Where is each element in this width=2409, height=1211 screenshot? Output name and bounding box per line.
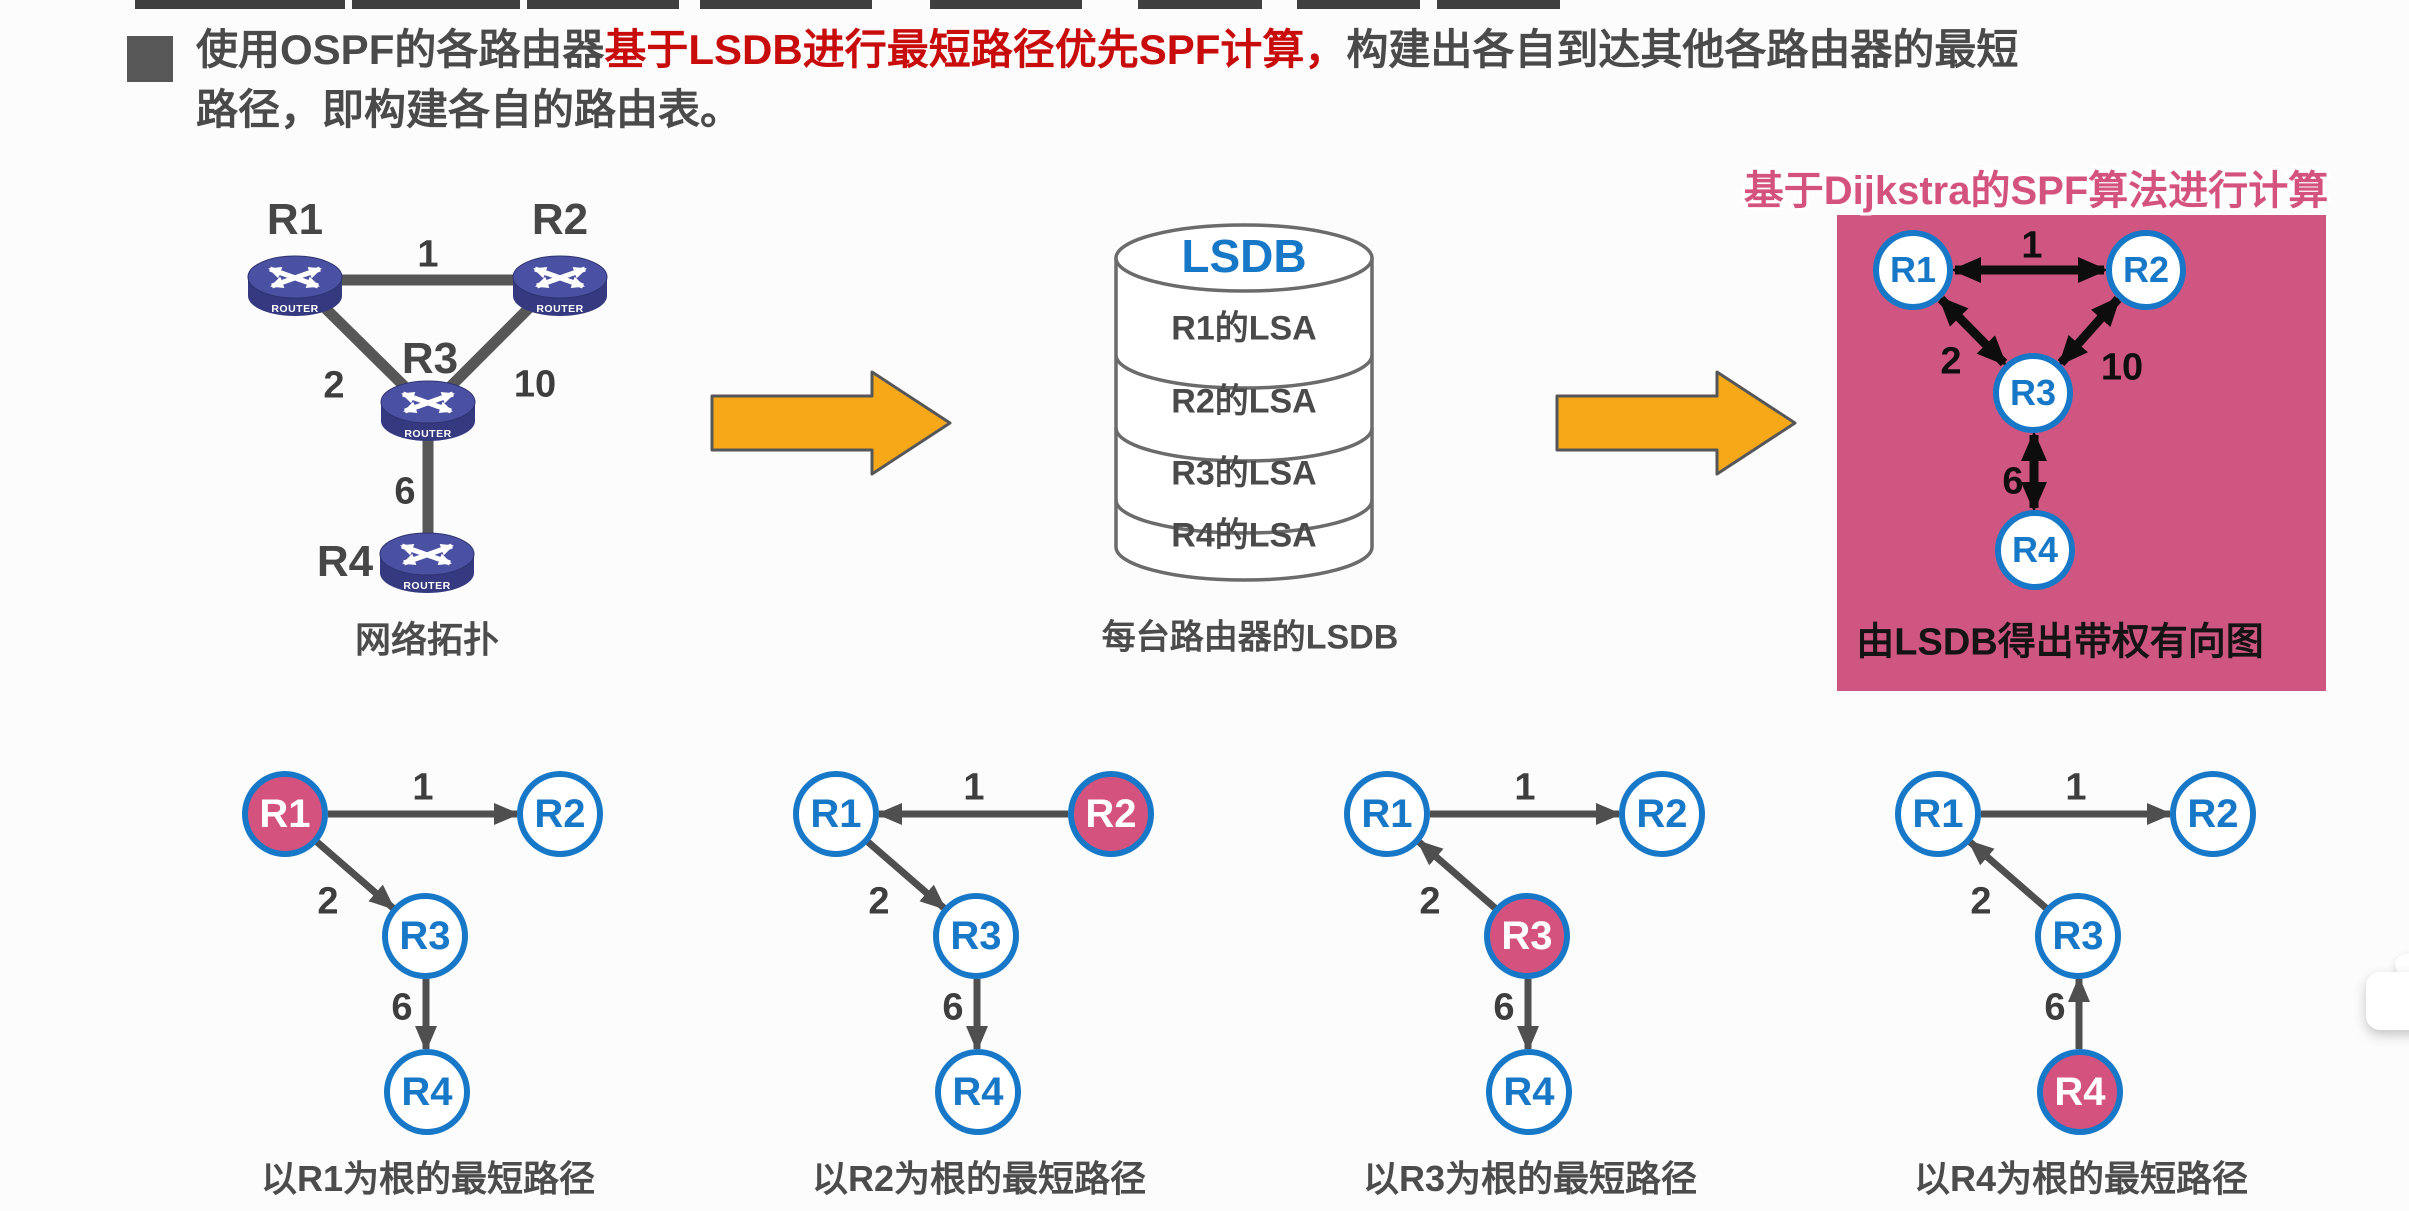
tree4-weight-r3r4: 6 [2044,986,2066,1029]
topology-weight-r3r4: 6 [394,470,416,513]
tree2-node-r3: R3 [933,893,1019,979]
lsdb-caption: 每台路由器的LSDB [1101,618,1399,657]
tree4-node-r3: R3 [2035,893,2121,979]
tree-arrows [314,803,2173,1052]
tree1-weight-r1r2: 1 [412,766,434,809]
heading-line1-tail: 构建出各自到达其他各路由器的最短 [1346,26,2019,73]
floating-widget-button[interactable] [2366,972,2409,1030]
tree3-node-r3-root: R3 [1484,893,1570,979]
tree1-caption: 以R1为根的最短路径 [260,1158,596,1199]
lsdb-title: LSDB [1181,230,1307,282]
router-icon-r4: ROUTER [377,525,477,595]
lsdb-row-r2: R2的LSA [1171,382,1317,421]
tree2-node-r4: R4 [935,1049,1021,1135]
topology-caption: 网络拓扑 [354,619,500,660]
svg-text:ROUTER: ROUTER [403,580,450,592]
tree1-node-r4: R4 [384,1049,470,1135]
flow-arrow-right [1555,370,1797,476]
tree1-node-r2: R2 [517,771,603,857]
graph-weight-r3r4: 6 [2002,460,2024,503]
heading-line1: 使用OSPF的各路由器基于LSDB进行最短路径优先SPF计算，构建出各自到达其他… [196,20,2018,80]
topology-weight-r1r2: 1 [417,233,439,276]
tree4-caption: 以R4为根的最短路径 [1913,1158,2249,1199]
tree4-node-r4-root: R4 [2037,1049,2123,1135]
svg-text:ROUTER: ROUTER [536,303,583,315]
topology-weight-r2r3: 10 [513,363,557,406]
bullet-square [127,36,173,82]
tree4-weight-r1r3: 2 [1970,880,1992,923]
tree2-weight-r3r4: 6 [942,986,964,1029]
tree4-node-r1: R1 [1895,771,1981,857]
tree2-weight-r1r3: 2 [868,880,890,923]
graph-weight-r1r3: 2 [1940,340,1962,383]
svg-text:ROUTER: ROUTER [271,303,318,315]
router-icon-r3: ROUTER [378,373,478,443]
svg-text:ROUTER: ROUTER [404,428,451,440]
tree3-caption: 以R3为根的最短路径 [1362,1158,1698,1199]
graph-weight-r2r3: 10 [2100,346,2144,389]
heading-line1-normal: 使用OSPF的各路由器 [196,26,605,73]
tree4-weight-r1r2: 1 [2065,766,2087,809]
tree2-weight-r1r2: 1 [963,766,985,809]
tree1-node-r1-root: R1 [242,771,328,857]
heading: 使用OSPF的各路由器基于LSDB进行最短路径优先SPF计算，构建出各自到达其他… [196,20,2018,140]
tree3-node-r1: R1 [1344,771,1430,857]
topology-weight-r1r3: 2 [323,364,345,407]
tree1-node-r3: R3 [382,893,468,979]
graph-node-r4: R4 [1995,510,2075,590]
tree3-weight-r3r4: 6 [1493,986,1515,1029]
topology-node-label-r4: R4 [316,537,374,586]
lsdb-row-r4: R4的LSA [1171,516,1317,555]
graph-node-r2: R2 [2106,230,2186,310]
flow-arrow-left [710,370,952,476]
tree3-weight-r1r2: 1 [1514,766,1536,809]
topology-node-label-r2: R2 [531,195,589,244]
graph-node-r3: R3 [1993,353,2073,433]
tree3-weight-r1r3: 2 [1419,880,1441,923]
graph-caption: 由LSDB得出带权有向图 [1856,621,2264,664]
graph-node-r1: R1 [1873,230,1953,310]
tree1-weight-r3r4: 6 [391,986,413,1029]
topology-node-label-r1: R1 [266,195,324,244]
tree2-node-r2-root: R2 [1068,771,1154,857]
graph-weight-r1r2: 1 [2021,224,2043,267]
tree2-node-r1: R1 [793,771,879,857]
router-icon-r2: ROUTER [510,248,610,318]
tree1-weight-r1r3: 2 [317,880,339,923]
tree3-node-r4: R4 [1486,1049,1572,1135]
router-icon-r1: ROUTER [245,248,345,318]
tree2-caption: 以R2为根的最短路径 [811,1158,1147,1199]
lsdb-row-r3: R3的LSA [1171,454,1317,493]
heading-line2: 路径，即构建各自的路由表。 [196,86,743,133]
spf-header: 基于Dijkstra的SPF算法进行计算 [1743,169,2329,213]
tree3-node-r2: R2 [1619,771,1705,857]
lsdb-row-r1: R1的LSA [1171,309,1317,348]
tree4-node-r2: R2 [2170,771,2256,857]
heading-line1-red: 基于LSDB进行最短路径优先SPF计算， [604,26,1347,73]
topology-node-label-r3: R3 [401,334,459,383]
